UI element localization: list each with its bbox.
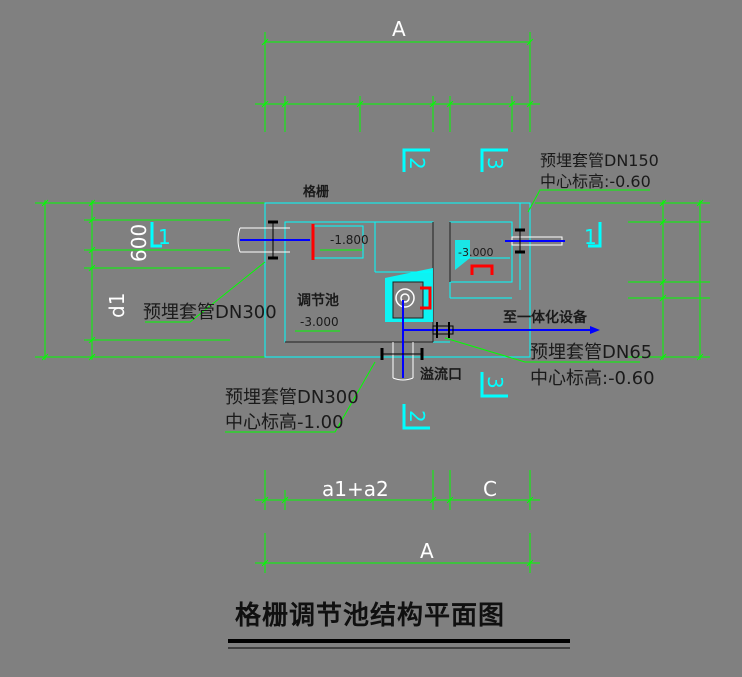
section-label-1-right: 1 — [584, 225, 597, 249]
right-dimension-group — [535, 199, 710, 361]
left-dimension-group — [35, 199, 265, 361]
right-dn150-pipe — [505, 228, 565, 254]
tank-name-label: 调节池 — [297, 292, 339, 309]
section-label-1-left: 1 — [158, 225, 171, 249]
bottom-a1a2-dimension: a1+a2 — [322, 477, 389, 501]
section-mark-3-bottom — [480, 372, 508, 398]
left-inlet-pipe — [237, 220, 310, 260]
right-chamber-red-mark — [470, 264, 494, 275]
section-label-3-bottom: 3 — [483, 376, 507, 389]
section-label-2-bottom: 2 — [405, 410, 429, 423]
grille-level-label: -1.800 — [330, 233, 369, 247]
left-600-dimension: 600 — [127, 224, 151, 262]
overflow-pipe-inner — [400, 293, 410, 303]
section-mark-3-top — [480, 148, 508, 172]
top-dimension-group — [255, 32, 540, 132]
overflow-label: 溢流口 — [420, 366, 462, 383]
dn65-label-line2: 中心标高:-0.60 — [530, 368, 655, 389]
grille-label: 格栅 — [303, 184, 329, 200]
right-chamber-fill — [455, 240, 470, 270]
dn300-bottom-label-line1: 预埋套管DN300 — [225, 387, 359, 408]
dn150-label-line2: 中心标高:-0.60 — [540, 172, 651, 191]
bottom-overall-dimension: A — [420, 539, 434, 563]
section-mark-2-bottom — [402, 404, 430, 430]
section-label-3-top: 3 — [483, 157, 507, 170]
dn300-bottom-label-line2: 中心标高-1.00 — [225, 412, 344, 433]
to-equipment-label: 至一体化设备 — [503, 309, 588, 326]
drawing-title: 格栅调节池结构平面图 — [235, 600, 505, 631]
overflow-box — [385, 268, 433, 322]
dn300-left-label: 预埋套管DN300 — [143, 302, 277, 323]
bottom-dimension-group — [255, 470, 540, 573]
leader-lines — [145, 189, 650, 433]
tank-structure — [264, 202, 531, 358]
section-label-2-top: 2 — [405, 157, 429, 170]
dn65-label-line1: 预埋套管DN65 — [530, 342, 652, 363]
top-overall-dimension: A — [392, 17, 406, 41]
overflow-pipe-outer — [395, 288, 415, 308]
section-mark-1-right — [588, 222, 602, 248]
section-mark-2-top — [402, 148, 430, 172]
bottom-c-dimension: C — [483, 477, 497, 501]
tank-level-label: -3.000 — [300, 315, 339, 329]
outflow-pipe — [402, 300, 600, 338]
dn150-label-line1: 预埋套管DN150 — [540, 151, 659, 170]
section-mark-1-left — [150, 222, 162, 248]
right-level-label: -3.000 — [458, 246, 493, 259]
left-d1-dimension: d1 — [105, 293, 129, 318]
